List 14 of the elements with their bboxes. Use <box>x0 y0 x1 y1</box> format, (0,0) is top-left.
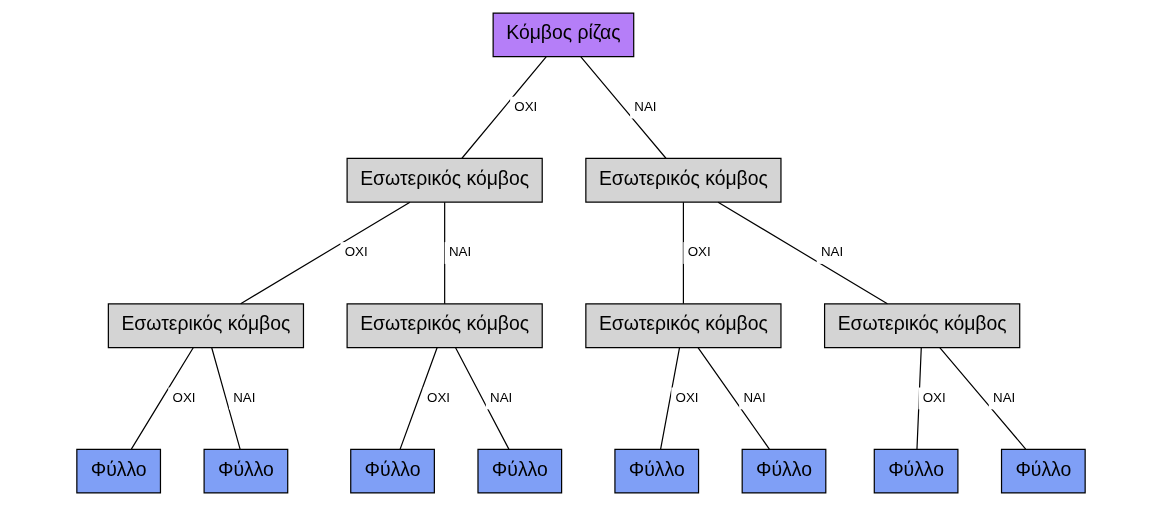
edge-label: OXI <box>172 389 196 405</box>
edge-label: NAI <box>743 389 766 405</box>
edge-label: NAI <box>634 98 657 114</box>
edge-label: NAI <box>448 244 472 260</box>
edge-label: NAI <box>233 389 256 405</box>
edge-label: OXI <box>344 244 368 260</box>
edge-label: NAI <box>993 389 1016 405</box>
edge-label: OXI <box>675 389 699 405</box>
edge-label: OXI <box>687 244 711 260</box>
edge-label: OXI <box>427 389 451 405</box>
edge-label: OXI <box>514 98 538 114</box>
edge-label: NAI <box>820 244 844 260</box>
edge-label: OXI <box>922 389 946 405</box>
edge-label: NAI <box>490 389 513 405</box>
